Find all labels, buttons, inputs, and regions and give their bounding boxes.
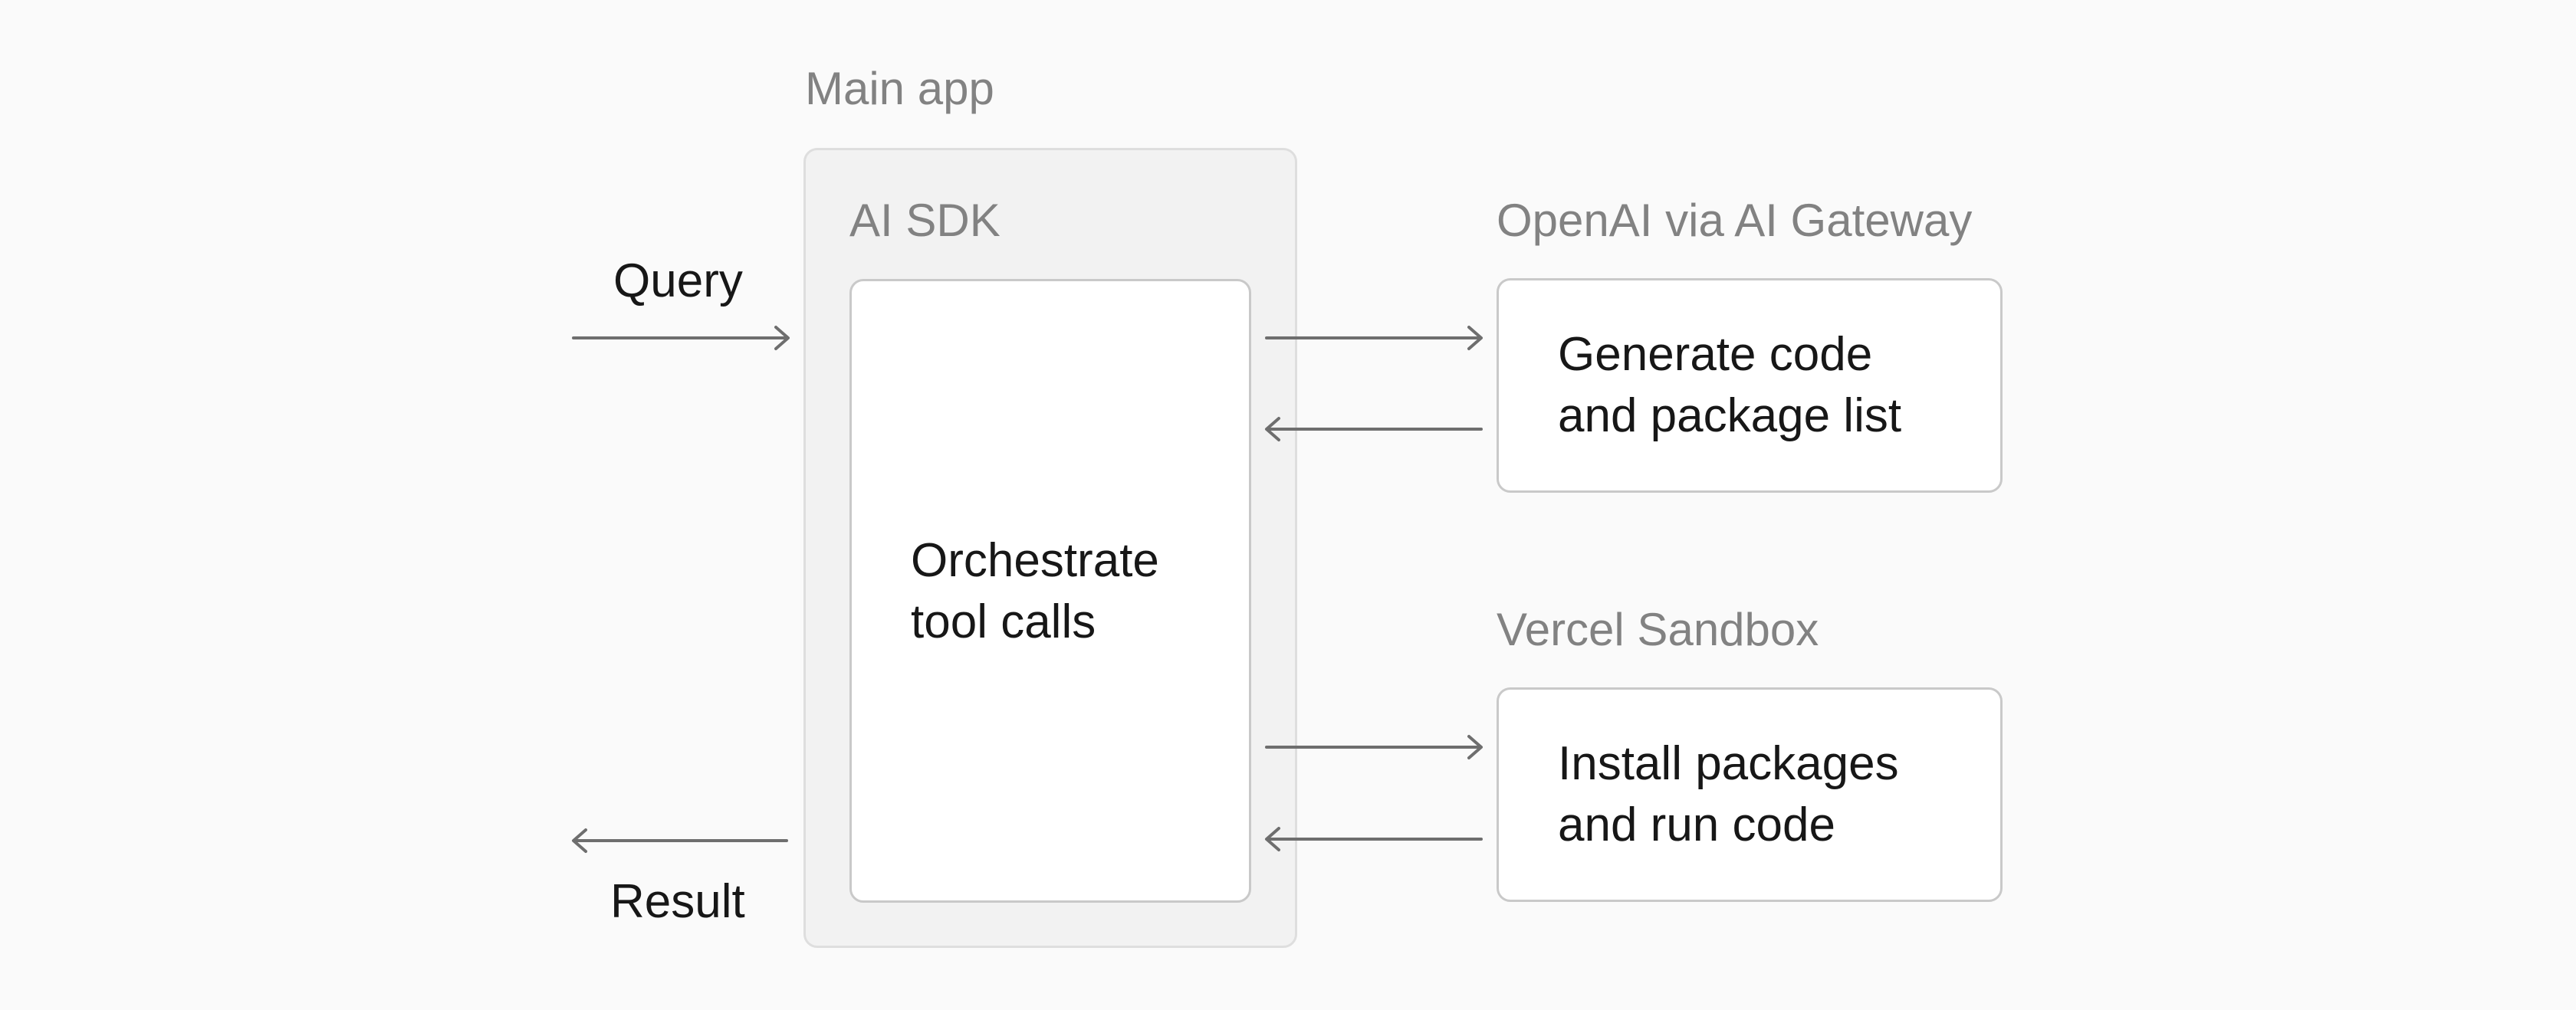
main-app-title: Main app [805,63,994,114]
ai-sdk-description-line-1: Orchestrate [911,534,1159,587]
sandbox-request-arrow [1265,735,1483,759]
vercel-sandbox-description: Install packages and run code [1558,733,1899,856]
openai-gateway-box [1497,278,2003,493]
result-label: Result [610,875,745,928]
ai-sdk-box [849,279,1251,903]
ai-sdk-title: AI SDK [849,195,1001,246]
openai-gateway-description: Generate code and package list [1558,324,1901,447]
openai-gateway-description-line-1: Generate code [1558,328,1873,381]
ai-sdk-description: Orchestrate tool calls [911,530,1159,653]
openai-request-arrow [1265,326,1483,350]
vercel-sandbox-box [1497,687,2003,902]
query-label: Query [613,254,743,307]
openai-response-arrow [1265,417,1483,441]
openai-gateway-description-line-2: and package list [1558,389,1902,442]
result-out-arrow [572,828,788,853]
vercel-sandbox-description-line-2: and run code [1558,798,1835,851]
sandbox-response-arrow [1265,827,1483,851]
vercel-sandbox-title: Vercel Sandbox [1497,604,1819,655]
ai-sdk-description-line-2: tool calls [911,595,1096,648]
vercel-sandbox-description-line-1: Install packages [1558,737,1899,790]
query-in-arrow [572,326,790,350]
openai-gateway-title: OpenAI via AI Gateway [1497,195,1973,246]
